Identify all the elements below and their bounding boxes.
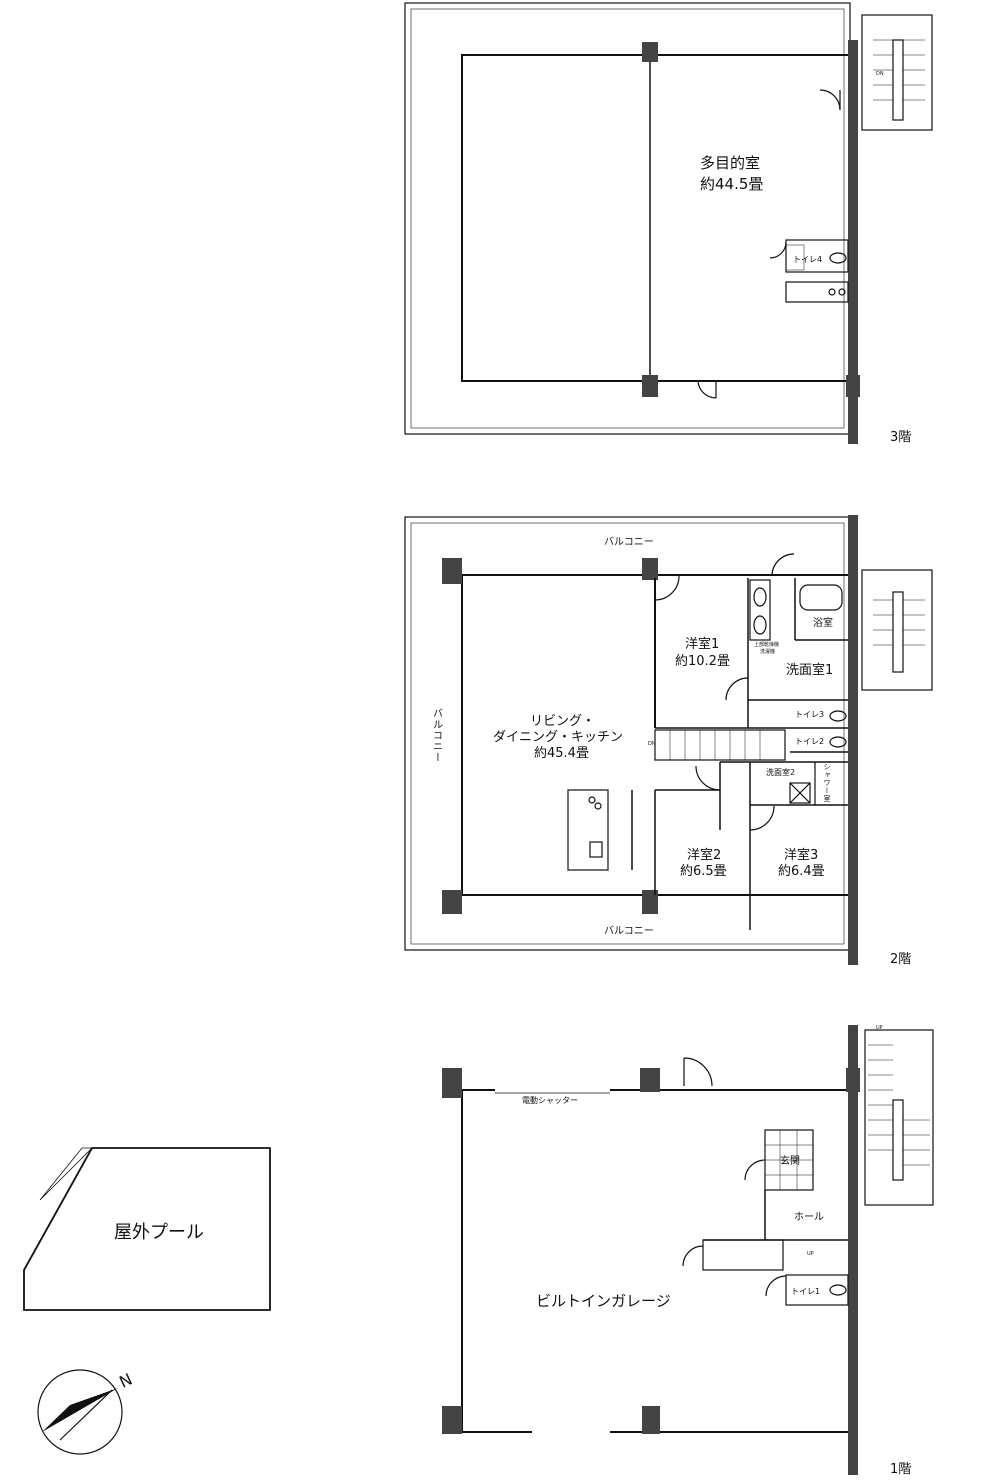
floor2-toilet2-label: トイレ2 bbox=[795, 737, 825, 746]
floor3-stair-dn: DN bbox=[876, 71, 884, 77]
floor2-ldk-line1: リビング・ bbox=[530, 714, 596, 729]
compass-rose bbox=[37, 1369, 123, 1455]
floor1-shutter-label: 電動シャッター bbox=[522, 1096, 578, 1105]
floor2-room1-area: 約10.2畳 bbox=[675, 654, 730, 669]
floor1-inner-stair-up: UP bbox=[807, 1251, 814, 1257]
floor2-balcony-bottom: バルコニー bbox=[604, 926, 654, 937]
floor2-bath-label: 浴室 bbox=[813, 618, 833, 629]
floor2-ldk-area: 約45.4畳 bbox=[534, 746, 589, 761]
floor2-dryer-line1: 上部乾燥機 bbox=[754, 642, 780, 648]
floor2-balcony-left: バルコニー bbox=[430, 708, 442, 763]
floor2-room1-name: 洋室1 bbox=[685, 637, 720, 652]
floor3-multipurpose-room-area: 約44.5畳 bbox=[700, 175, 764, 193]
floor2-stair-dn: DN bbox=[648, 741, 656, 747]
floor1-toilet1-label: トイレ1 bbox=[791, 1287, 821, 1296]
floor2-room2-name: 洋室2 bbox=[687, 848, 722, 863]
floor2-toilet3-label: トイレ3 bbox=[795, 710, 825, 719]
floor2-ldk-line2: ダイニング・キッチン bbox=[493, 730, 624, 745]
floor2-dryer-line2: 洗濯機 bbox=[760, 649, 776, 655]
floor1-plan bbox=[442, 1025, 934, 1475]
floor1-garage-label: ビルトインガレージ bbox=[536, 1292, 671, 1310]
floor1-entrance-label: 玄関 bbox=[780, 1156, 800, 1167]
floor3-toilet4-label: トイレ4 bbox=[793, 255, 823, 264]
floor2-room2-area: 約6.5畳 bbox=[680, 864, 727, 879]
floor2-outer-deck bbox=[404, 516, 851, 951]
floor2-shower-label: シャワー室 bbox=[823, 763, 832, 803]
floor1-hall-label: ホール bbox=[794, 1212, 824, 1223]
floor3-label: 3階 bbox=[890, 430, 912, 445]
floor2-room3-area: 約6.4畳 bbox=[778, 864, 825, 879]
floor3-multipurpose-room-name: 多目的室 bbox=[700, 154, 761, 172]
floor2-washroom2-label: 洗面室2 bbox=[766, 768, 796, 777]
floor3-outer-deck bbox=[404, 2, 851, 435]
floor2-room3-name: 洋室3 bbox=[784, 848, 819, 863]
floor2-balcony-top: バルコニー bbox=[604, 537, 654, 548]
pool-label: 屋外プール bbox=[114, 1222, 204, 1243]
floor2-label: 2階 bbox=[890, 952, 912, 967]
floor1-stair-up: UP bbox=[876, 1025, 883, 1031]
floor2-plan bbox=[404, 515, 933, 965]
floor1-label: 1階 bbox=[890, 1462, 912, 1477]
floor3-plan bbox=[404, 2, 933, 444]
floor2-washroom1-label: 洗面室1 bbox=[786, 663, 834, 678]
pool-outline bbox=[23, 1147, 271, 1311]
